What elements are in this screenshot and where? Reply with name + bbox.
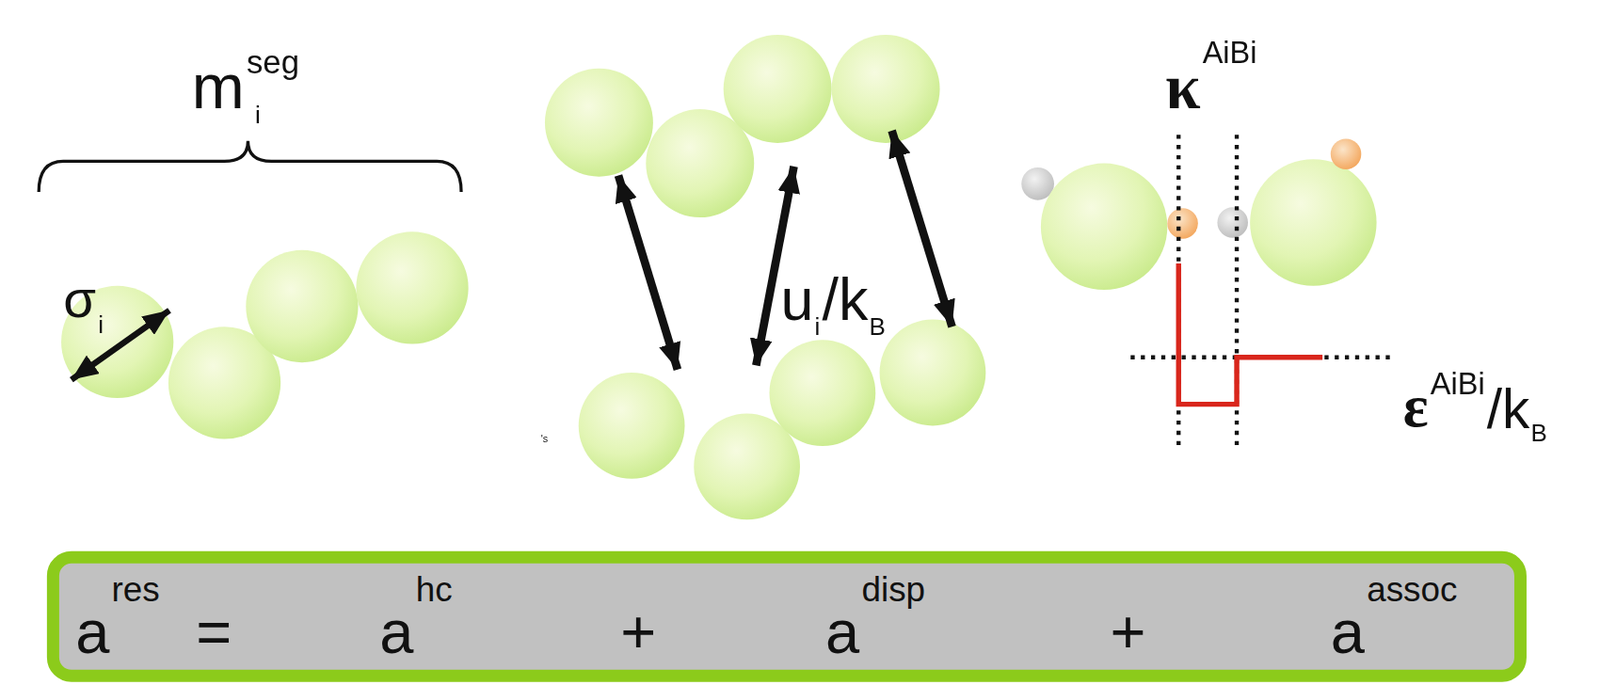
square-well [1178,263,1323,405]
formula-term: disp [861,571,926,607]
formula-term: a [75,602,110,664]
well-guides [1130,134,1394,449]
parameter-symbol: i [97,312,104,337]
parameter-symbol: AiBi [1202,37,1258,69]
formula-box: ares=ahc+adisp+aassoc [47,551,1527,683]
parameter-symbol: ε [1403,377,1429,437]
formula-term: = [195,602,232,664]
formula-term: assoc [1366,571,1457,607]
parameter-symbol: /k [821,269,868,329]
parameter-symbol: i [814,314,820,339]
formula-term: + [620,602,656,664]
parameter-symbol: seg [246,46,300,80]
parameter-symbol: u [780,269,814,329]
parameter-symbol: /k [1487,381,1531,437]
formula-term: a [379,602,414,664]
formula-term: res [112,571,160,607]
association-sites [1021,139,1376,291]
formula-term: hc [416,571,453,607]
parameter-symbol: σ [63,272,96,325]
parameter-symbol: i [255,103,261,128]
parameter-symbol: B [1530,420,1547,446]
dispersion-arrows [618,130,953,370]
formula-term: a [1330,602,1365,664]
formula-term: a [825,602,860,664]
parameter-symbol: AiBi [1430,368,1486,400]
formula-term: + [1110,602,1147,664]
parameter-symbol: 's [541,433,549,445]
parameter-symbol: B [868,314,885,339]
brace [38,141,462,192]
parameter-symbol: m [192,54,245,118]
segment-chain [61,231,469,439]
chain-pair [544,34,986,520]
parameter-symbol: κ [1165,54,1200,118]
